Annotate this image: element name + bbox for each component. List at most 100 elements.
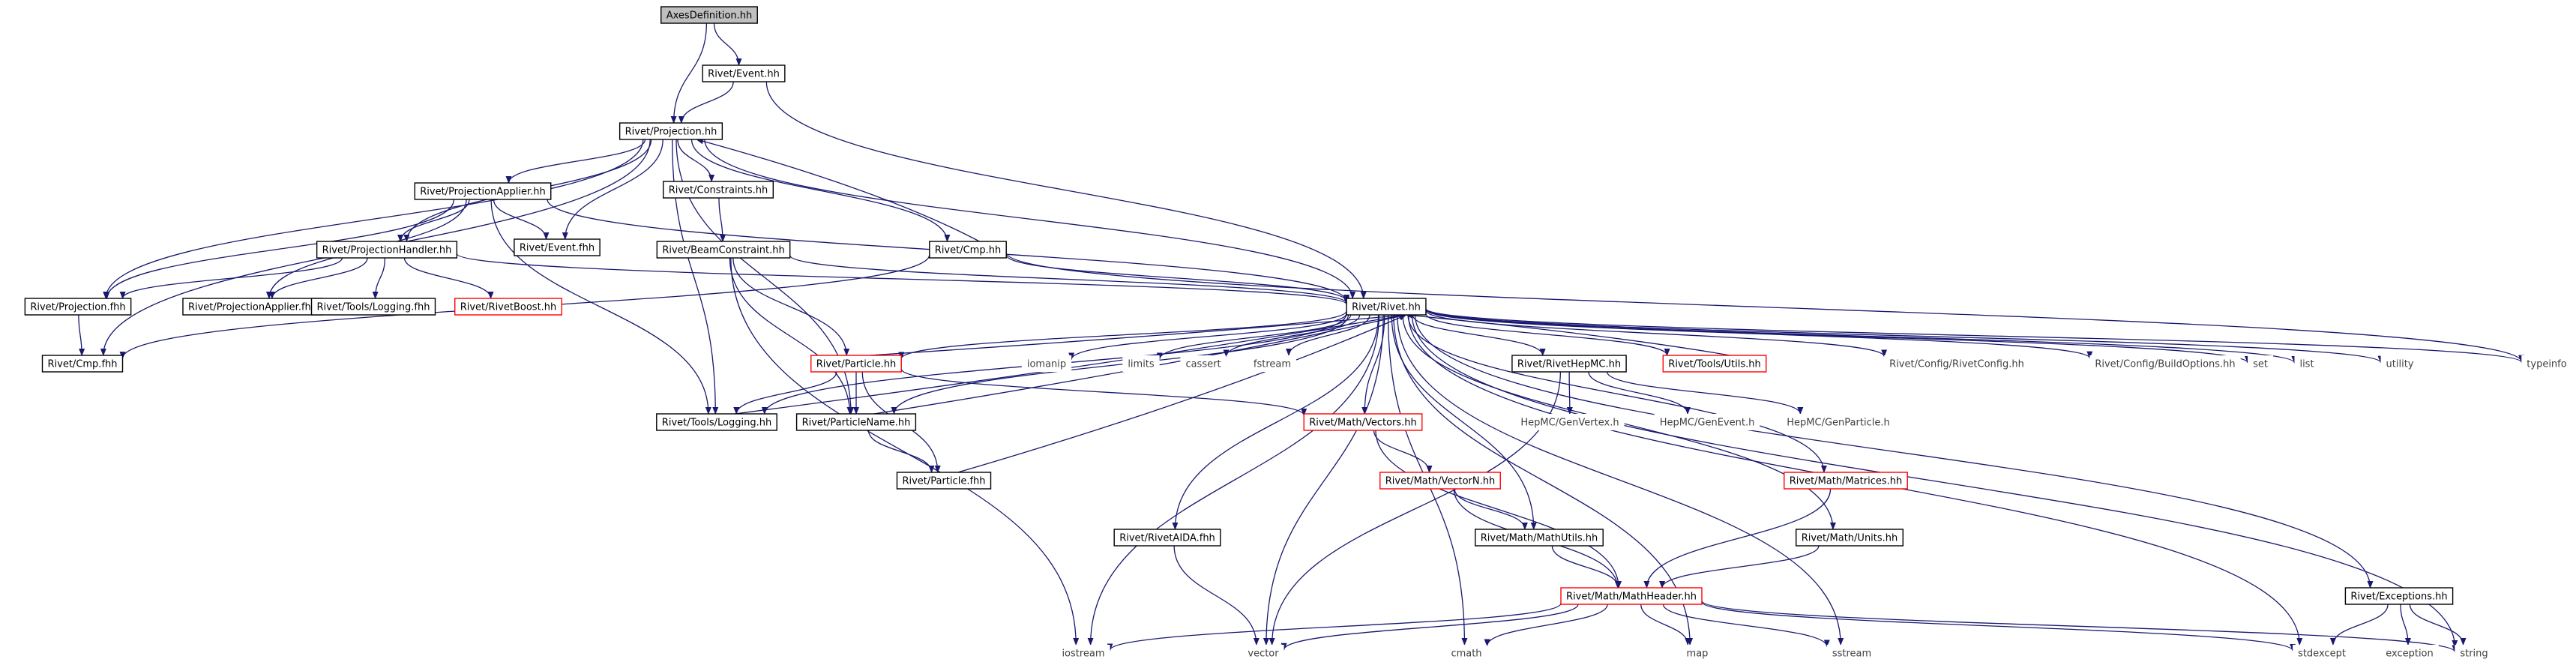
node-label: Rivet/Rivet.hh xyxy=(1352,302,1421,313)
node-box xyxy=(660,6,758,24)
node-limits[interactable]: limits xyxy=(1122,355,1160,372)
node-box xyxy=(1346,298,1427,316)
node-iomanip[interactable]: iomanip xyxy=(1021,355,1072,372)
node-label: Rivet/BeamConstraint.hh xyxy=(662,245,784,256)
node-rivetconfig-hh[interactable]: Rivet/Config/RivetConfig.hh xyxy=(1884,355,2029,372)
node-label: Rivet/Math/VectorN.hh xyxy=(1385,476,1495,487)
node-cassert[interactable]: cassert xyxy=(1180,355,1227,372)
node-utility[interactable]: utility xyxy=(2380,355,2419,372)
edge-math-units-hh-to-math-mathheader-hh xyxy=(1659,545,1820,589)
edge-rivet-hh-to-math-vectors-hh xyxy=(1361,314,1385,415)
edge-rivethepmc-hh-to-hepmc-genparticle xyxy=(1606,371,1804,415)
node-cmp-fhh[interactable]: Rivet/Cmp.fhh xyxy=(41,355,124,373)
node-box xyxy=(896,472,992,490)
node-label: HepMC/GenParticle.h xyxy=(1787,418,1889,429)
node-box xyxy=(1248,355,1297,372)
node-typeinfo[interactable]: typeinfo xyxy=(2521,355,2572,372)
node-box xyxy=(795,413,917,431)
edge-particlename-hh-to-rivet-hh xyxy=(873,313,1407,415)
node-stdexcept[interactable]: stdexcept xyxy=(2293,645,2351,661)
node-tools-logging-hh[interactable]: Rivet/Tools/Logging.hh xyxy=(656,413,777,431)
node-hepmc-genparticle[interactable]: HepMC/GenParticle.h xyxy=(1781,414,1895,430)
node-event-hh[interactable]: Rivet/Event.hh xyxy=(702,64,786,82)
node-buildoptions-hh[interactable]: Rivet/Config/BuildOptions.hh xyxy=(2089,355,2241,372)
node-label: exception xyxy=(2386,649,2434,660)
node-math-vectorn-hh[interactable]: Rivet/Math/VectorN.hh xyxy=(1379,472,1501,490)
node-event-fhh[interactable]: Rivet/Event.fhh xyxy=(514,238,601,256)
node-math-mathheader-hh[interactable]: Rivet/Math/MathHeader.hh xyxy=(1560,587,1703,605)
node-projapplier-hh[interactable]: Rivet/ProjectionApplier.hh xyxy=(414,182,552,200)
edge-layer xyxy=(78,22,2525,653)
node-box xyxy=(1826,645,1877,661)
node-set[interactable]: set xyxy=(2248,355,2273,372)
node-rivet-hh[interactable]: Rivet/Rivet.hh xyxy=(1346,298,1427,316)
edge-projection-hh-to-projapplier-hh xyxy=(505,139,646,184)
edge-rivet-hh-to-set xyxy=(1425,308,2251,364)
node-exception[interactable]: exception xyxy=(2380,645,2439,661)
node-label: string xyxy=(2460,649,2488,660)
node-constraints-hh[interactable]: Rivet/Constraints.hh xyxy=(662,181,774,199)
edge-event-hh-to-projection-hh xyxy=(678,81,734,124)
node-math-matrices-hh[interactable]: Rivet/Math/Matrices.hh xyxy=(1784,472,1908,490)
edge-projhandler-hh-to-projapplier-fhh xyxy=(268,257,368,299)
node-box xyxy=(1654,414,1760,430)
node-label: Rivet/RivetBoost.hh xyxy=(460,302,557,313)
node-box xyxy=(1379,472,1501,490)
node-cmp-hh[interactable]: Rivet/Cmp.hh xyxy=(929,241,1007,259)
node-map[interactable]: map xyxy=(1681,645,1714,661)
node-hepmc-genevent[interactable]: HepMC/GenEvent.h xyxy=(1654,414,1760,430)
node-sstream[interactable]: sstream xyxy=(1826,645,1877,661)
edge-particlename-hh-to-particle-fhh xyxy=(867,430,935,473)
node-box xyxy=(810,355,902,373)
node-projapplier-fhh[interactable]: Rivet/ProjectionApplier.fhh xyxy=(182,298,323,316)
node-label: utility xyxy=(2386,359,2414,370)
node-math-mathutils-hh[interactable]: Rivet/Math/MathUtils.hh xyxy=(1475,529,1604,547)
node-label: Rivet/Tools/Logging.fhh xyxy=(317,302,430,313)
node-projection-hh[interactable]: Rivet/Projection.hh xyxy=(619,122,723,140)
node-label: Rivet/Projection.fhh xyxy=(30,302,125,313)
node-string[interactable]: string xyxy=(2455,645,2494,661)
node-beamconstraint-hh[interactable]: Rivet/BeamConstraint.hh xyxy=(656,241,791,259)
node-rivetboost-hh[interactable]: Rivet/RivetBoost.hh xyxy=(454,298,562,316)
node-label: Rivet/Tools/Utils.hh xyxy=(1668,359,1760,370)
node-particle-hh[interactable]: Rivet/Particle.hh xyxy=(810,355,902,373)
node-iostream[interactable]: iostream xyxy=(1056,645,1110,661)
node-box xyxy=(1303,413,1423,431)
node-fstream[interactable]: fstream xyxy=(1248,355,1297,372)
node-box xyxy=(2380,645,2439,661)
node-exceptions-hh[interactable]: Rivet/Exceptions.hh xyxy=(2344,587,2454,605)
edge-rivethepmc-hh-to-vector xyxy=(1269,371,1562,646)
node-box xyxy=(2248,355,2273,372)
node-box xyxy=(1122,355,1160,372)
node-tools-utils-hh[interactable]: Rivet/Tools/Utils.hh xyxy=(1662,355,1767,373)
edge-constraints-hh-to-beamconstraint-hh xyxy=(718,197,726,242)
node-math-units-hh[interactable]: Rivet/Math/Units.hh xyxy=(1796,529,1904,547)
node-axesdef[interactable]: AxesDefinition.hh xyxy=(660,6,758,24)
edge-exceptions-hh-to-string xyxy=(2409,604,2467,646)
node-label: Rivet/ProjectionApplier.fhh xyxy=(188,302,317,313)
node-vector[interactable]: vector xyxy=(1242,645,1284,661)
node-list[interactable]: list xyxy=(2294,355,2320,372)
edge-projapplier-hh-to-projhandler-hh xyxy=(397,199,470,242)
edge-particle-hh-to-math-vectors-hh xyxy=(900,368,1307,416)
node-box xyxy=(1511,355,1627,373)
node-label: fstream xyxy=(1254,359,1291,370)
node-box xyxy=(1560,587,1703,605)
node-cmath[interactable]: cmath xyxy=(1445,645,1487,661)
node-particlename-hh[interactable]: Rivet/ParticleName.hh xyxy=(795,413,917,431)
node-box xyxy=(1180,355,1227,372)
node-rivethepmc-hh[interactable]: Rivet/RivetHepMC.hh xyxy=(1511,355,1627,373)
node-label: Rivet/Particle.hh xyxy=(816,359,896,370)
node-math-vectors-hh[interactable]: Rivet/Math/Vectors.hh xyxy=(1303,413,1423,431)
node-projhandler-hh[interactable]: Rivet/ProjectionHandler.hh xyxy=(316,241,458,259)
node-box xyxy=(2521,355,2572,372)
node-rivetaida-fhh[interactable]: Rivet/RivetAIDA.fhh xyxy=(1113,529,1221,547)
node-tools-logging-fhh[interactable]: Rivet/Tools/Logging.fhh xyxy=(310,298,436,316)
edge-rivethepmc-hh-to-hepmc-genevent xyxy=(1588,371,1691,415)
node-projection-fhh[interactable]: Rivet/Projection.fhh xyxy=(24,298,132,316)
node-label: Rivet/Config/RivetConfig.hh xyxy=(1889,359,2024,370)
node-particle-fhh[interactable]: Rivet/Particle.fhh xyxy=(896,472,992,490)
node-hepmc-genvertex[interactable]: HepMC/GenVertex.h xyxy=(1515,414,1625,430)
node-label: Rivet/ProjectionHandler.hh xyxy=(322,245,452,256)
edge-math-mathheader-hh-to-stdexcept xyxy=(1701,601,2296,652)
